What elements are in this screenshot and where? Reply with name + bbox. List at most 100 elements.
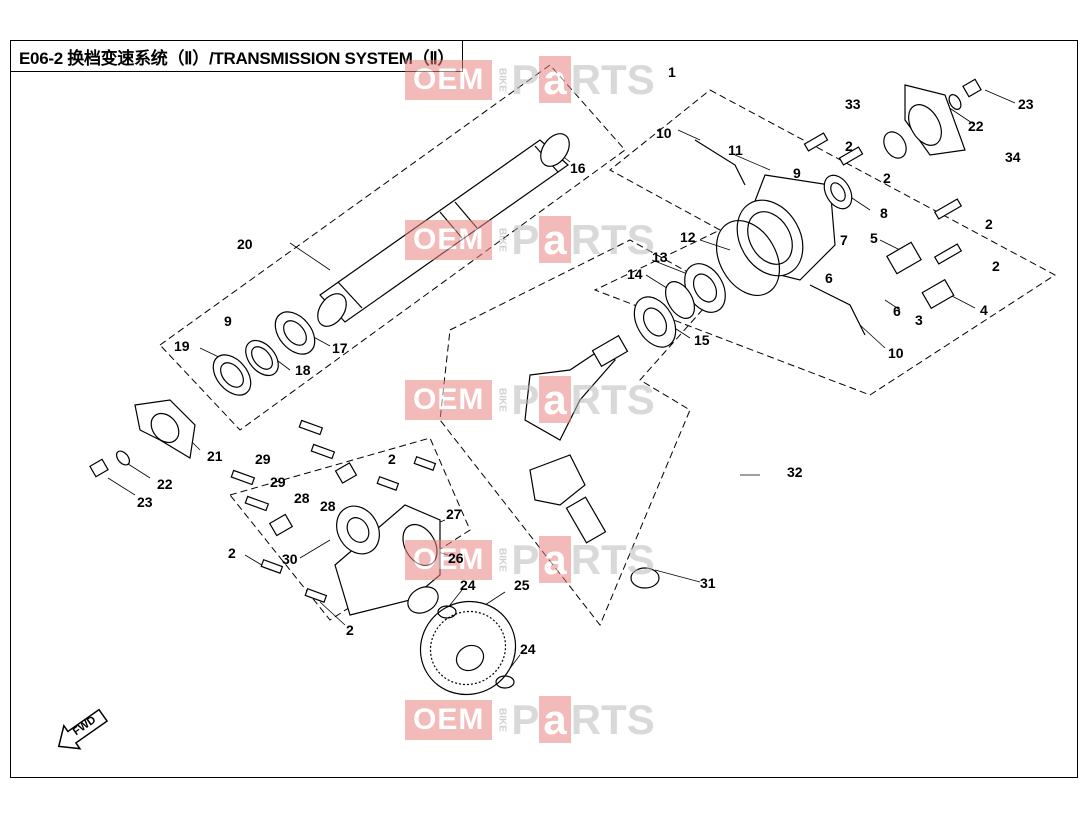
- circlip-24a-part: [437, 605, 457, 619]
- callout-30: 30: [282, 551, 298, 567]
- callout-29: 29: [255, 451, 271, 467]
- callout-22: 22: [157, 476, 173, 492]
- watermark-rts: RTS: [570, 696, 655, 743]
- seal-26-part: [407, 586, 439, 614]
- callout-9: 9: [793, 165, 801, 181]
- callout-20: 20: [237, 236, 253, 252]
- callout-23: 23: [1018, 96, 1034, 112]
- group-outline-28: [229, 437, 471, 621]
- callout-10: 10: [656, 125, 672, 141]
- callout-31: 31: [700, 575, 716, 591]
- bolts-2-part: [803, 132, 963, 265]
- callout-28: 28: [320, 498, 336, 514]
- watermark-a: a: [539, 536, 571, 583]
- watermark-oem: OEM: [405, 540, 493, 580]
- seal-18-part: [245, 339, 279, 377]
- callout-11: 11: [728, 142, 743, 158]
- watermark-p: P: [511, 696, 540, 743]
- watermark-a: a: [539, 216, 571, 263]
- callout-21: 21: [207, 448, 223, 464]
- washer-22b-part: [948, 94, 962, 110]
- seal-8-part: [823, 174, 853, 210]
- clip-10b-part: [809, 284, 866, 336]
- page-title: E06-2 换档变速系统（Ⅱ）/TRANSMISSION SYSTEM（Ⅱ）: [10, 40, 464, 72]
- callout-27: 27: [446, 506, 462, 522]
- watermark-rts: RTS: [570, 216, 655, 263]
- callout-26: 26: [448, 550, 464, 566]
- watermark-oem: OEM: [405, 220, 493, 260]
- callout-2: 2: [346, 622, 354, 638]
- clip-10a-part: [694, 139, 746, 186]
- group-outline-32: [439, 239, 721, 626]
- callout-13: 13: [652, 249, 668, 265]
- callout-8: 8: [880, 205, 888, 221]
- watermark-p: P: [511, 376, 540, 423]
- callout-2: 2: [845, 138, 853, 154]
- flange-21-part: [134, 399, 196, 459]
- callout-15: 15: [694, 332, 710, 348]
- callout-5: 5: [870, 230, 878, 246]
- watermark-a: a: [539, 56, 571, 103]
- callout-34: 34: [1005, 149, 1021, 165]
- callout-7: 7: [840, 232, 848, 248]
- callout-3: 3: [915, 312, 923, 328]
- callout-2: 2: [985, 216, 993, 232]
- callout-19: 19: [174, 338, 190, 354]
- watermark-bike: BIKE: [496, 708, 508, 732]
- flange-34-part: [904, 84, 966, 156]
- watermark-p: P: [511, 56, 540, 103]
- watermark-bike: BIKE: [496, 548, 508, 572]
- shim-14-part: [664, 281, 696, 319]
- callout-4: 4: [980, 302, 988, 318]
- callout-2: 2: [228, 545, 236, 561]
- watermark-bike: BIKE: [496, 228, 508, 252]
- callout-10: 10: [888, 345, 904, 361]
- bearing-17-part: [274, 311, 316, 355]
- bearing-28-part: [336, 505, 380, 555]
- fwd-arrow-icon: [57, 708, 109, 750]
- callout-33: 33: [845, 96, 861, 112]
- callout-24: 24: [460, 577, 476, 593]
- callout-2: 2: [883, 170, 891, 186]
- watermark-rts: RTS: [570, 56, 655, 103]
- callout-1: 1: [668, 64, 676, 80]
- diagram-frame: [10, 40, 1078, 778]
- callout-2: 2: [992, 258, 1000, 274]
- shim-31-part: [630, 567, 660, 589]
- callout-29: 29: [270, 474, 286, 490]
- watermark-rts: RTS: [570, 376, 655, 423]
- callout-28: 28: [294, 490, 310, 506]
- callout-6: 6: [893, 303, 901, 319]
- watermark-a: a: [539, 696, 571, 743]
- seal-19-part: [212, 354, 252, 396]
- callout-9: 9: [224, 313, 232, 329]
- callout-24: 24: [520, 641, 536, 657]
- group-outline-shaft: [159, 64, 626, 431]
- callout-32: 32: [787, 464, 803, 480]
- bearing-15-part: [633, 296, 677, 348]
- callout-18: 18: [295, 362, 311, 378]
- callout-25: 25: [514, 577, 530, 593]
- callout-6: 6: [825, 270, 833, 286]
- page-title-text: E06-2 换档变速系统（Ⅱ）/TRANSMISSION SYSTEM（Ⅱ）: [19, 48, 455, 68]
- callout-12: 12: [680, 229, 696, 245]
- watermark-rts: RTS: [570, 536, 655, 583]
- watermark-bike: BIKE: [496, 388, 508, 412]
- watermark-p: P: [511, 536, 540, 583]
- watermark-bike: BIKE: [496, 68, 508, 92]
- group-outline-1: [593, 89, 1056, 396]
- callout-17: 17: [332, 340, 348, 356]
- callout-16: 16: [570, 160, 586, 176]
- circlip-24b-part: [495, 675, 515, 689]
- bearing-33-part: [883, 131, 907, 159]
- callout-14: 14: [627, 266, 643, 282]
- watermark-oem: OEM: [405, 380, 493, 420]
- bolt-23-part: [89, 458, 109, 478]
- washer-22-part: [115, 450, 131, 466]
- callout-22: 22: [968, 118, 984, 134]
- watermark-p: P: [511, 216, 540, 263]
